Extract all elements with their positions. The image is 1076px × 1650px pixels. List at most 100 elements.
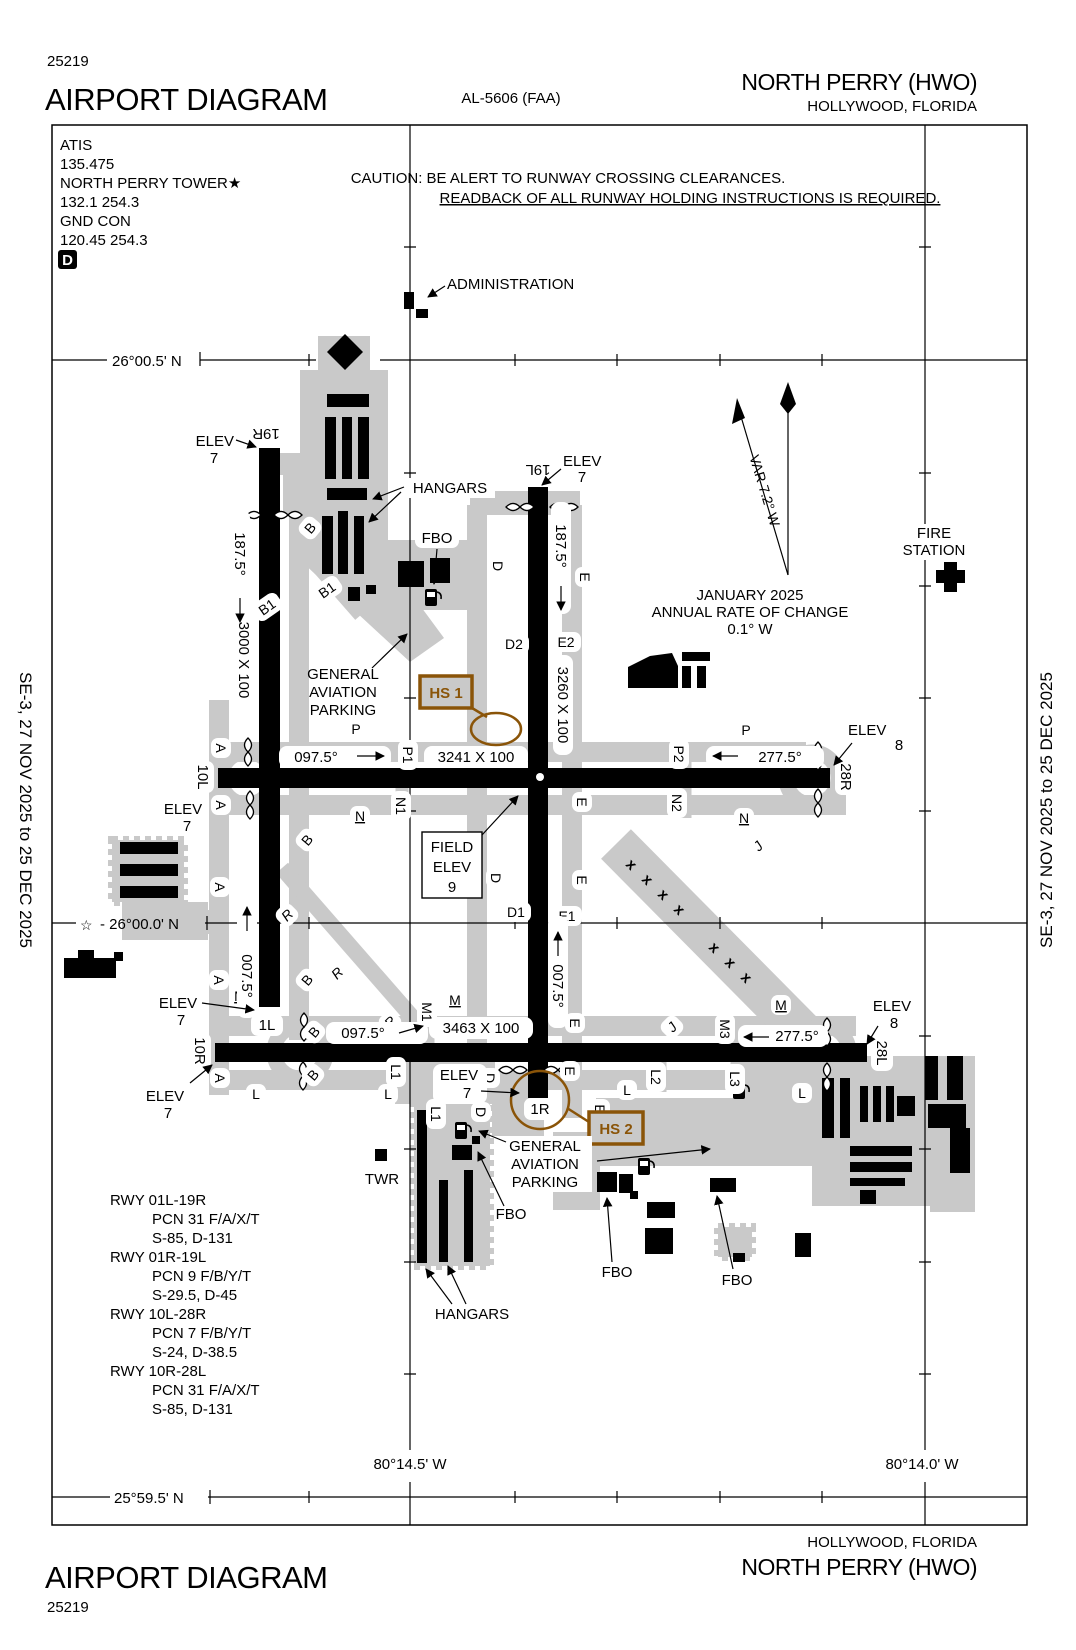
north-arrow: VAR 7.2° W: [732, 382, 796, 576]
annotation-arrows: [189, 285, 879, 1305]
airport-city-footer: HOLLYWOOD, FLORIDA: [807, 1534, 977, 1551]
west-hangars: [120, 886, 178, 898]
taxiway-L: L: [798, 1085, 806, 1101]
field-elev-value: 9: [448, 879, 456, 896]
rwy-row: RWY 10R-28L: [110, 1363, 206, 1380]
taxiway-D: D: [490, 561, 506, 571]
taxiway-N1: N1: [393, 797, 409, 815]
ground-label: GND CON: [60, 213, 131, 230]
taxiway-E: E: [592, 1104, 608, 1113]
fire-text: FIRE: [917, 525, 951, 542]
hotspot-hs2: HS 2: [509, 1069, 645, 1146]
rwy-19L-label: 19L: [525, 461, 550, 478]
runways: [215, 448, 867, 1098]
sidebar-left: SE-3, 27 NOV 2025 to 25 DEC 2025: [16, 672, 35, 948]
datis-icon: [58, 250, 77, 269]
hs2-label: HS 2: [599, 1121, 632, 1138]
chart-code-top: 25219: [47, 53, 89, 70]
taxiway-N2: N2: [669, 794, 685, 812]
taxiway-D1: D1: [507, 904, 525, 920]
runway-1R-19L: [528, 487, 548, 1098]
taxiway-N: N: [739, 810, 749, 826]
taxiway-L: L: [252, 1086, 260, 1102]
elev-19L-val: 7: [578, 469, 586, 486]
taxiway-M: M: [449, 992, 461, 1008]
taxiway-M: M: [775, 997, 787, 1013]
taxiway-P: P: [351, 721, 360, 737]
administration-building: [404, 292, 414, 309]
diamond-building: [327, 334, 363, 370]
fbo-label-s2: FBO: [602, 1264, 633, 1281]
rwy-1R-label: 1R: [530, 1101, 549, 1118]
taxiway-D: D: [488, 873, 504, 883]
elev-1L: ELEV: [159, 995, 197, 1012]
comm-frequencies: ATIS 135.475 NORTH PERRY TOWER★ 132.1 25…: [58, 137, 241, 269]
field-elev-line2: ELEV: [433, 859, 471, 876]
rwy-row: PCN 7 F/B/Y/T: [152, 1325, 251, 1342]
dim-10L-28R: 3241 X 100: [438, 749, 515, 766]
ga-s-1: GENERAL: [509, 1138, 581, 1155]
elev-1R: ELEV: [440, 1067, 478, 1084]
taxiway-P1: P1: [400, 746, 416, 763]
rwy-row: RWY 01R-19L: [110, 1249, 206, 1266]
star-icon: ☆: [80, 917, 93, 933]
taxiway-E2: E2: [557, 634, 574, 650]
field-elev-box: FIELD ELEV 9: [421, 831, 483, 899]
rwy-row: RWY 10L-28R: [110, 1306, 206, 1323]
taxiway-E: E: [567, 1018, 583, 1027]
elev-19L: ELEV: [563, 453, 601, 470]
taxiway-D: D: [473, 1107, 489, 1117]
rwy-1L-label: 1L: [259, 1017, 276, 1034]
caution-line2: READBACK OF ALL RUNWAY HOLDING INSTRUCTI…: [440, 190, 941, 207]
elev-28R: ELEV: [848, 722, 886, 739]
elev-28L: ELEV: [873, 998, 911, 1015]
hangars-north-text: HANGARS: [413, 480, 487, 497]
tower-freq: 132.1 254.3: [60, 194, 139, 211]
fbo-north-text: FBO: [422, 530, 453, 547]
hangars-label-north: HANGARS: [405, 478, 495, 498]
fbo-building-north: [398, 561, 424, 587]
tower-label: NORTH PERRY TOWER★: [60, 175, 241, 192]
rwy-row: PCN 9 F/B/Y/T: [152, 1268, 251, 1285]
taxiway-E: E: [577, 572, 593, 581]
elev-1R-val: 7: [463, 1085, 471, 1102]
west-building: [64, 950, 116, 978]
taxiway-D: D: [482, 1073, 498, 1083]
elev-10R: ELEV: [146, 1088, 184, 1105]
datis-letter: D: [62, 252, 73, 269]
runway-10R-28L: [215, 1043, 867, 1062]
tower-building: [375, 1149, 387, 1161]
taxiway-A: A: [212, 1073, 228, 1083]
administration-label: ADMINISTRATION: [447, 276, 574, 293]
rwy-row: RWY 01L-19R: [110, 1192, 206, 1209]
fbo-label-north: FBO: [415, 528, 459, 548]
elev-28R-val: 8: [895, 737, 903, 754]
taxiway-A: A: [213, 743, 229, 753]
lat-label-top: 26°00.5' N: [112, 353, 182, 370]
taxiway-M3: M3: [717, 1019, 733, 1039]
pill: [211, 738, 231, 758]
atis-freq: 135.475: [60, 156, 114, 173]
taxiway-A: A: [213, 800, 229, 810]
lon-labels: 80°14.5' W 80°14.0' W: [362, 1452, 970, 1476]
rwy-row: PCN 31 F/A/X/T: [152, 1211, 260, 1228]
field-elev-line1: FIELD: [431, 839, 474, 856]
taxiway-L2: L2: [648, 1069, 664, 1085]
taxiway-L3: L3: [727, 1071, 743, 1087]
taxiway-P2: P2: [671, 745, 687, 762]
dim-1L-19R: 3000 X 100: [235, 622, 252, 699]
heading-277-bottom: 277.5°: [775, 1028, 819, 1045]
rwy-row: S-29.5, D-45: [152, 1287, 237, 1304]
ga-n-2: AVIATION: [309, 684, 377, 701]
taxiway-L: L: [384, 1086, 392, 1102]
variation-label: VAR 7.2° W: [746, 453, 783, 529]
fbo-label-s3: FBO: [722, 1272, 753, 1289]
rwy-row: S-85, D-131: [152, 1401, 233, 1418]
rwy-28L-label: 28L: [873, 1040, 890, 1065]
procedure-id: AL-5606 (FAA): [461, 90, 560, 107]
elev-28L-val: 8: [890, 1015, 898, 1032]
airport-name-footer: NORTH PERRY (HWO): [741, 1554, 977, 1580]
heading-097-bottom: 097.5°: [341, 1025, 385, 1042]
elev-10L-val: 7: [183, 818, 191, 835]
